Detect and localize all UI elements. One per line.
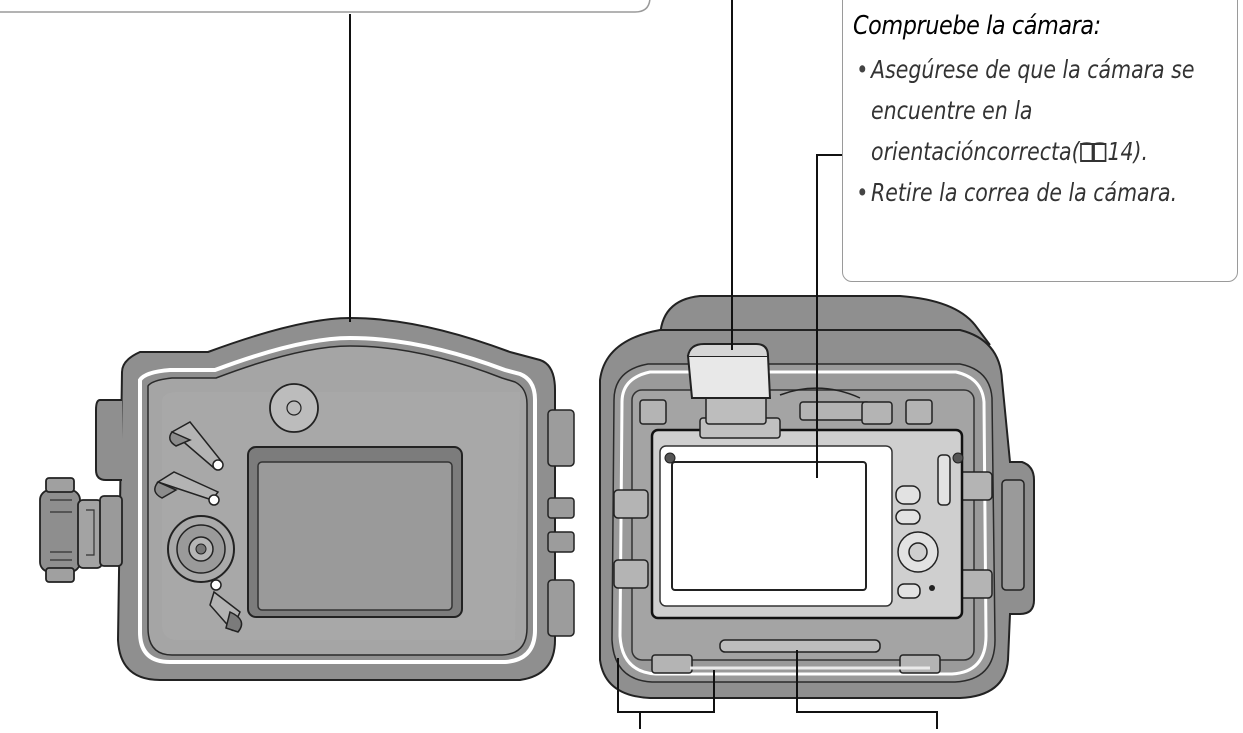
item-text: Retire la correa de la cámara.	[871, 178, 1178, 207]
rear-door	[95, 316, 575, 681]
callout-list: • Asegúrese de que la cámara se encuentr…	[853, 49, 1219, 213]
book-icon	[1080, 142, 1107, 162]
leader-line-gasket	[617, 658, 641, 729]
latch	[39, 477, 123, 583]
callout-box-top-left	[0, 0, 651, 13]
leader-line-seal	[640, 670, 715, 713]
bullet-icon: •	[856, 178, 869, 207]
callout-check-camera: Compruebe la cámara: • Asegúrese de que …	[842, 0, 1238, 282]
leader-line-slot	[796, 650, 938, 729]
bullet-icon: •	[856, 55, 869, 84]
callout-title: Compruebe la cámara:	[853, 11, 1101, 41]
leader-line-screen	[816, 154, 842, 478]
list-item: • Retire la correa de la cámara.	[853, 172, 1215, 213]
list-item: • Asegúrese de que la cámara se encuentr…	[853, 49, 1215, 172]
item-text-end: ).	[1133, 137, 1149, 166]
leader-lines	[349, 0, 938, 729]
item-text: Asegúrese de que la cámara se encuentre …	[871, 55, 1195, 166]
housing-body	[599, 295, 1035, 699]
page-ref: 14	[1107, 137, 1134, 166]
